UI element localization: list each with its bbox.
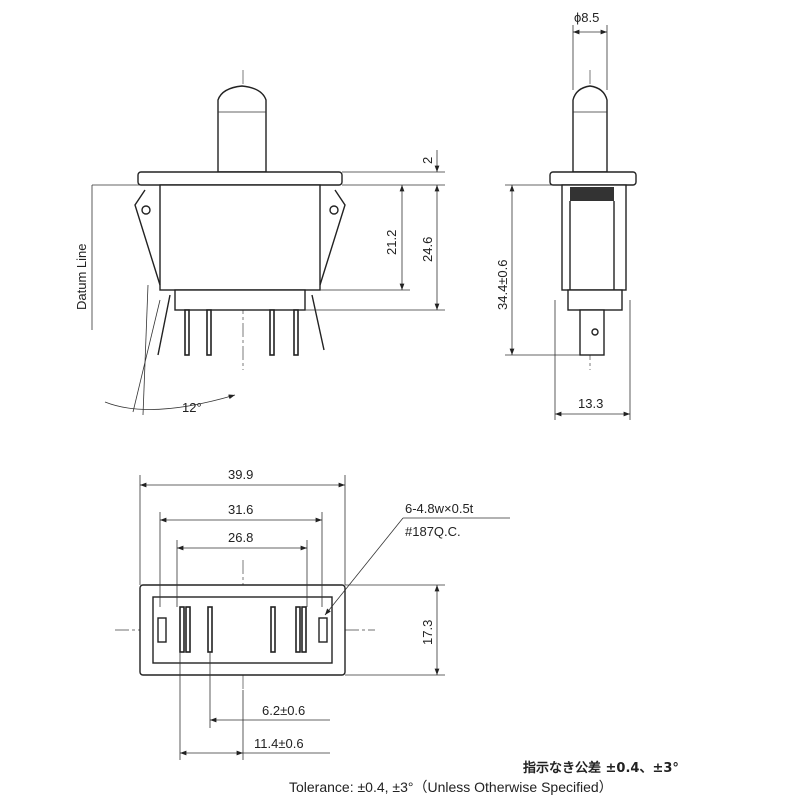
dim-outer-pins: 31.6 xyxy=(228,502,253,517)
base xyxy=(174,289,306,311)
dim-total: 24.6 xyxy=(420,237,435,262)
plunger xyxy=(217,85,267,173)
dim-body: 21.2 xyxy=(384,230,399,255)
terminal-type: #187Q.C. xyxy=(405,524,461,539)
flange xyxy=(137,171,343,186)
dim-pitch-large: 11.4±0.6 xyxy=(254,736,304,751)
tolerance-note-jp: 指示なき公差 ±0.4、±3° xyxy=(523,760,679,776)
dim-depth: 17.3 xyxy=(420,620,435,645)
dim-overall: 39.9 xyxy=(228,467,253,482)
terminal-spec: 6-4.8w×0.5t xyxy=(405,501,474,516)
terminals xyxy=(157,294,325,356)
dim-width: 13.3 xyxy=(578,396,603,411)
body xyxy=(159,184,321,291)
tolerance-note-en: Tolerance: ±0.4, ±3°（Unless Otherwise Sp… xyxy=(289,779,613,795)
dim-pitch-small: 6.2±0.6 xyxy=(262,703,305,718)
datum-label: Datum Line xyxy=(74,244,89,310)
front-view: Datum Line 12° 2 21.2 24.6 xyxy=(74,70,445,416)
dim-height: 34.4±0.6 xyxy=(495,259,510,310)
side-view: ϕ8.5 34.4±0.6 13.3 xyxy=(495,10,637,420)
dim-inner-pins: 26.8 xyxy=(228,530,253,545)
terminals-bottom xyxy=(179,606,307,653)
dim-plunger: ϕ8.5 xyxy=(574,10,599,25)
angle-dimension: 12° xyxy=(182,400,202,415)
bottom-view: 39.9 31.6 26.8 17.3 6.2±0.6 11.4±0.6 6-4… xyxy=(115,467,510,760)
dim-flange: 2 xyxy=(420,157,435,164)
